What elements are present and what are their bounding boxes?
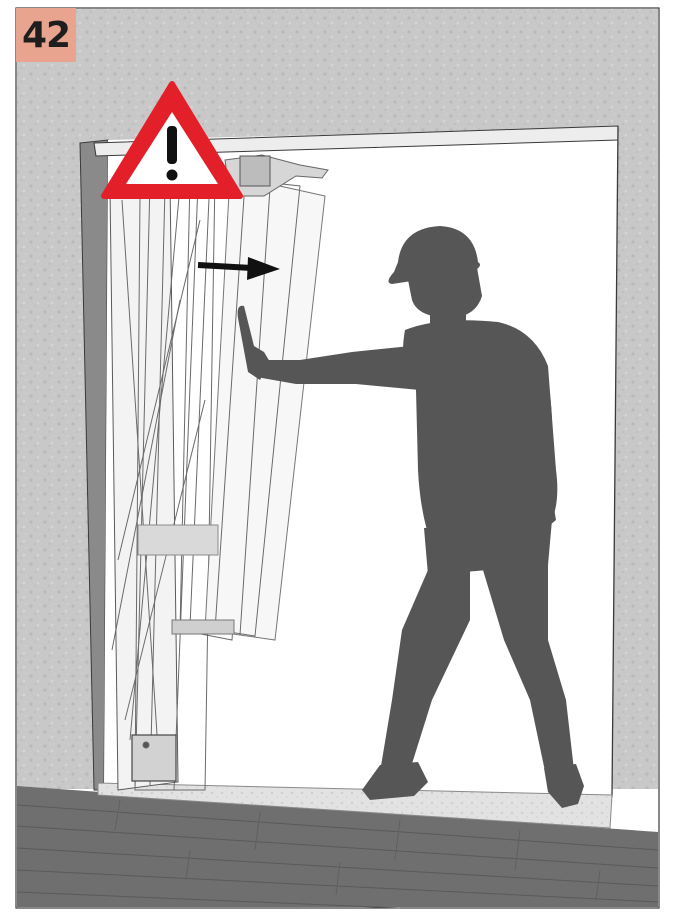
step-number-badge: 42	[16, 8, 76, 62]
